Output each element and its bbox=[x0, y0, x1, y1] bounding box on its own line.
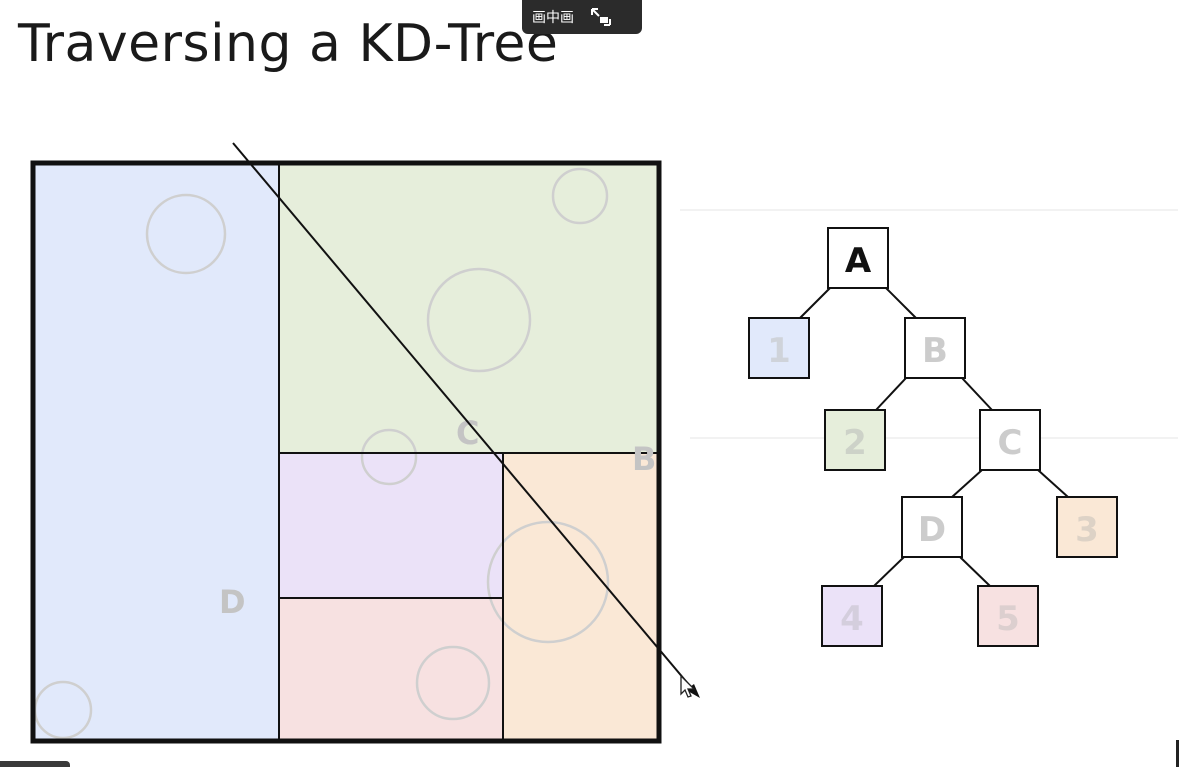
object-circle bbox=[145, 193, 227, 275]
tree-leaf-5: 5 bbox=[977, 585, 1039, 647]
region-1 bbox=[33, 163, 279, 741]
slide-title: Traversing a KD-Tree bbox=[18, 14, 559, 74]
scene-objects bbox=[33, 167, 610, 740]
tree-leaf-1: 1 bbox=[748, 317, 810, 379]
object-circle bbox=[415, 645, 491, 721]
label-c: C bbox=[456, 414, 479, 452]
region-2 bbox=[279, 163, 659, 453]
tree-leaf-3: 3 bbox=[1056, 496, 1118, 558]
tree-leaf-4: 4 bbox=[821, 585, 883, 647]
picture-in-picture-bar: 画中画 bbox=[522, 0, 642, 34]
object-circle bbox=[360, 428, 418, 486]
label-d: D bbox=[219, 583, 246, 621]
region-3 bbox=[503, 453, 659, 741]
tree-node-a: A bbox=[827, 227, 889, 289]
object-circle bbox=[486, 520, 610, 644]
svg-text:3: 3 bbox=[1075, 510, 1099, 550]
tree-edges bbox=[799, 287, 1069, 587]
svg-text:C: C bbox=[998, 423, 1023, 463]
split-lines bbox=[278, 163, 659, 741]
region-5 bbox=[279, 598, 503, 741]
svg-text:B: B bbox=[922, 331, 948, 371]
svg-text:D: D bbox=[918, 510, 946, 550]
label-b: B bbox=[632, 440, 656, 478]
tree-leaf-2: 2 bbox=[824, 409, 886, 471]
svg-text:4: 4 bbox=[840, 599, 864, 639]
pip-button[interactable]: 画中画 bbox=[532, 10, 574, 26]
object-circle bbox=[426, 267, 532, 373]
object-circle bbox=[551, 167, 609, 225]
region-4 bbox=[279, 453, 503, 598]
tree-node-d: D bbox=[901, 496, 963, 558]
svg-text:2: 2 bbox=[843, 423, 867, 463]
picture-in-picture-icon[interactable] bbox=[590, 7, 612, 27]
svg-text:A: A bbox=[845, 241, 872, 281]
tree-node-c: C bbox=[979, 409, 1041, 471]
tree-node-b: B bbox=[904, 317, 966, 379]
screen-edge-line bbox=[1176, 740, 1179, 767]
scene-bounds bbox=[30, 160, 662, 744]
svg-text:5: 5 bbox=[996, 599, 1020, 639]
mouse-cursor-icon bbox=[680, 674, 696, 698]
svg-text:1: 1 bbox=[767, 331, 791, 371]
ray bbox=[232, 142, 696, 693]
player-progress-edge bbox=[0, 761, 70, 767]
